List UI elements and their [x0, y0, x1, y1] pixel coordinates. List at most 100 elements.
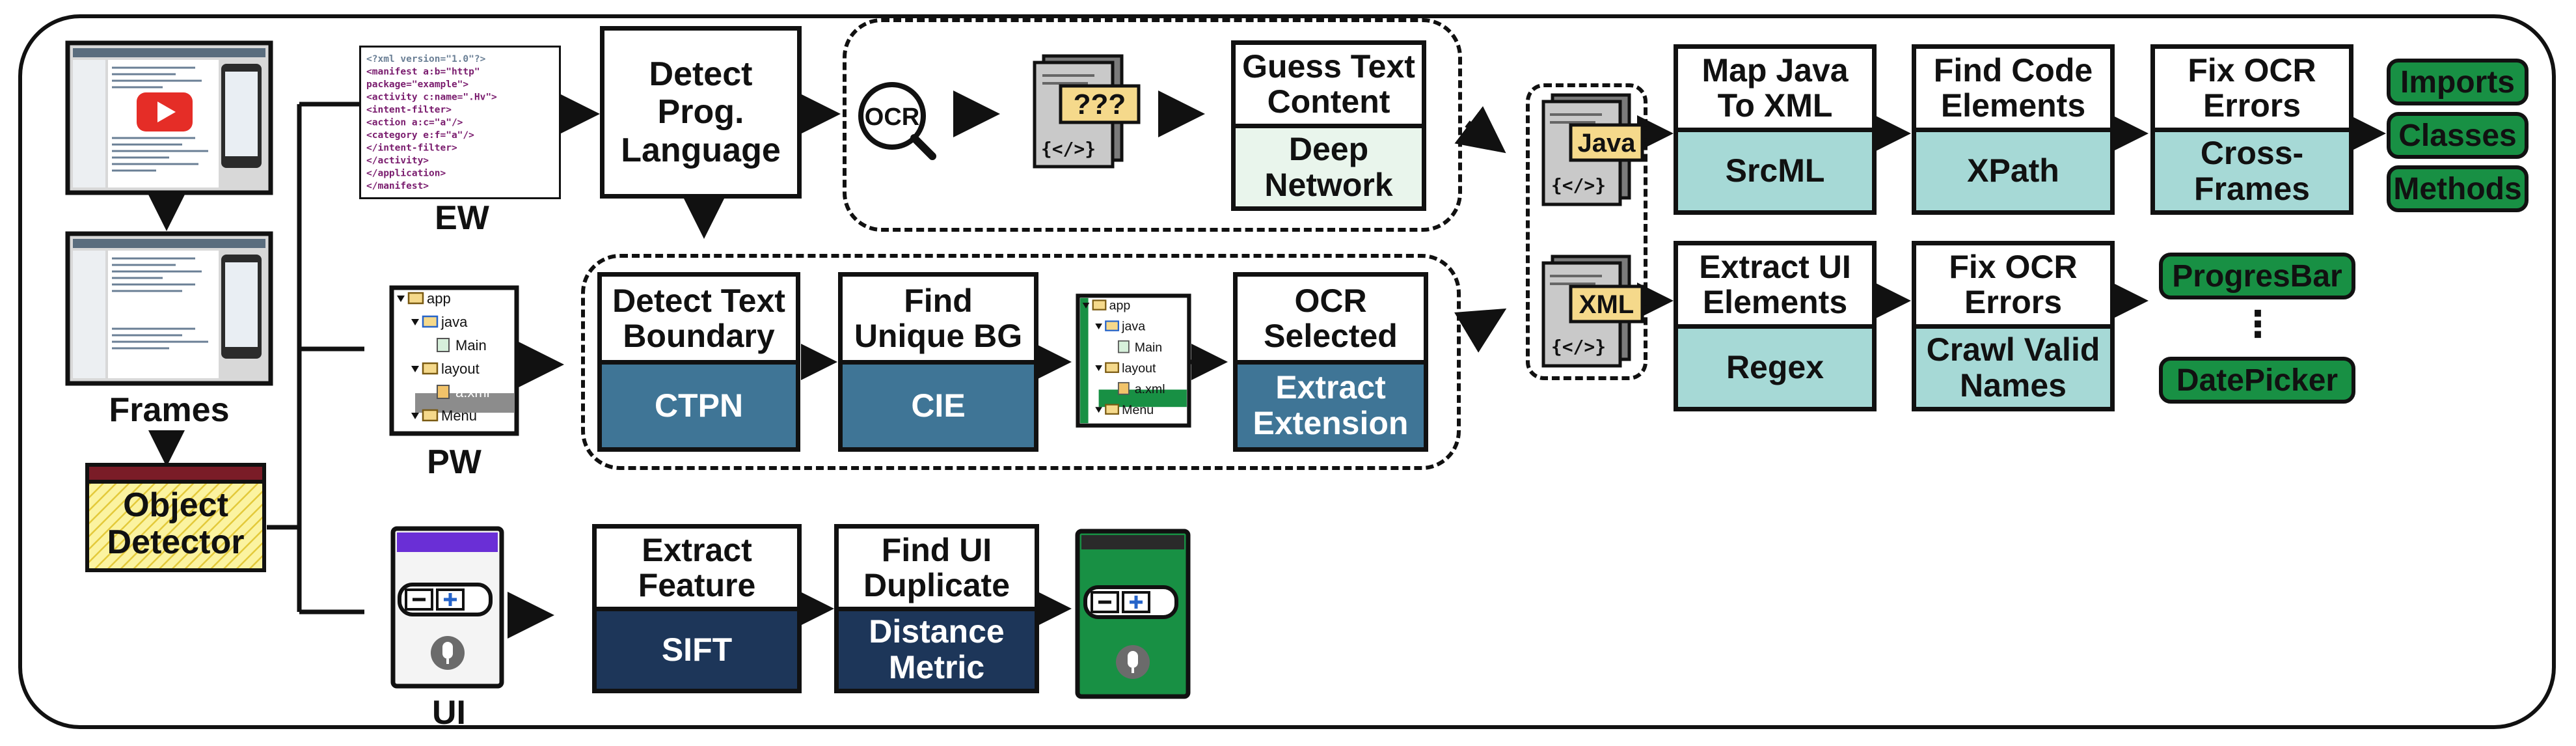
unknown-text: ??? [1074, 89, 1126, 120]
file-icon [437, 385, 450, 399]
tree-item-label: a.xml [455, 384, 490, 400]
chevron-icon [411, 366, 419, 372]
more-ellipsis: ⋮ [2240, 303, 2276, 344]
folder-icon [1092, 299, 1107, 311]
xml-file-icon: XML {</>} [1530, 253, 1644, 376]
chevron-icon [1095, 407, 1102, 413]
code-line: <action a:c="a"/> [366, 118, 463, 128]
srcml-label: SrcML [1678, 127, 1872, 210]
folder-icon [1105, 404, 1119, 415]
detect-language-text: Detect Prog. Language [621, 55, 781, 169]
chevron-icon [411, 319, 419, 325]
folder-icon [422, 409, 439, 422]
file-icon [437, 338, 450, 352]
chevron-icon [1095, 324, 1102, 329]
ocr-icon-text: OCR [865, 104, 919, 131]
tree-item-label: java [1121, 320, 1145, 334]
chevron-icon [1082, 303, 1090, 309]
tree-item-label: app [1109, 299, 1131, 313]
tree-item-label: layout [441, 361, 480, 377]
find-duplicate-node: Find UI Duplicate Distance Metric [834, 524, 1039, 693]
find-bg-node: Find Unique BG CIE [838, 272, 1038, 452]
java-tag: Java [1578, 129, 1636, 158]
xpath-label: XPath [1916, 127, 2110, 210]
ui-phone-detected [1075, 529, 1191, 699]
object-detector-label: Object Detector [85, 486, 267, 562]
editor-window-code: <?xml version="1.0"?><manifest a:b="http… [359, 46, 561, 199]
code-line: </manifest> [366, 181, 429, 191]
detector-line1: Object [123, 486, 228, 524]
guess-text-title: Guess Text Content [1242, 48, 1415, 120]
ocr-selected-node: OCR Selected Extract Extension [1233, 272, 1428, 452]
find-code-node: Find Code Elements XPath [1912, 44, 2115, 215]
output-progresbar: ProgresBar [2159, 253, 2355, 299]
object-detector-block [85, 462, 267, 573]
ocr-magnifier-icon: OCR [849, 77, 947, 161]
code-line: <intent-filter> [366, 105, 452, 115]
file-icon [1117, 340, 1130, 353]
xml-tag: XML [1579, 290, 1634, 319]
tree-item-label: app [427, 290, 451, 307]
fix-ocr-ui-node: Fix OCR Errors Crawl Valid Names [1912, 241, 2115, 411]
crawl-valid-names-label: Crawl Valid Names [1916, 324, 2110, 407]
map-java-title: Map Java To XML [1702, 52, 1849, 124]
output-methods: Methods [2387, 165, 2529, 212]
tree-item-label: Main [455, 337, 487, 353]
detect-boundary-node: Detect Text Boundary CTPN [597, 272, 800, 452]
code-line: package="example"> [366, 79, 468, 90]
ui-phone-mockup [390, 526, 504, 689]
extract-extension-label: Extract Extension [1238, 359, 1424, 447]
extract-ui-node: Extract UI Elements Regex [1674, 241, 1877, 411]
find-code-title: Find Code Elements [1933, 52, 2093, 124]
code-line: <manifest a:b="http" [366, 67, 480, 77]
code-glyph: {</>} [1551, 336, 1606, 357]
deep-network-label: Deep Network [1236, 123, 1422, 206]
tree-item-label: Menu [441, 408, 477, 424]
chevron-icon [1095, 365, 1102, 372]
code-line: </activity> [366, 156, 429, 166]
find-bg-title: Find Unique BG [854, 282, 1023, 354]
ocr-guess-group [843, 18, 1462, 232]
detector-line2: Detector [107, 523, 245, 562]
output-datepicker: DatePicker [2159, 357, 2355, 404]
fix-ocr-code-title: Fix OCR Errors [2188, 52, 2316, 124]
cross-frames-label: Cross-Frames [2155, 127, 2349, 210]
video-frame-thumbnail [65, 40, 273, 195]
code-line: </application> [366, 169, 446, 179]
tree-highlight [1080, 297, 1089, 424]
code-line: <activity c:name=".Hv"> [366, 92, 497, 103]
tree-item-label: layout [1122, 361, 1156, 376]
folder-icon [1105, 320, 1119, 331]
detect-language-node: Detect Prog. Language [600, 26, 802, 199]
fix-ocr-ui-title: Fix OCR Errors [1949, 249, 2078, 321]
file-type-group [1526, 83, 1647, 380]
pw-label: PW [427, 443, 481, 481]
java-file-icon: Java {</>} [1530, 91, 1644, 215]
folder-icon [407, 292, 424, 305]
pw-pipeline-group [581, 254, 1461, 470]
video-frame-thumbnail [65, 231, 273, 386]
tree-item-label: a.xml [1135, 382, 1165, 396]
folder-icon [1105, 362, 1119, 373]
code-glyph: {</>} [1041, 138, 1096, 159]
tree-item-label: Main [1135, 340, 1162, 355]
code-line: <category e:f="a"/> [366, 130, 474, 141]
xml-code-snippet: <?xml version="1.0"?><manifest a:b="http… [366, 54, 497, 191]
fix-ocr-code-node: Fix OCR Errors Cross-Frames [2150, 44, 2353, 215]
chevron-icon [411, 413, 419, 419]
ocr-selected-title: OCR Selected [1264, 282, 1398, 354]
tree-item-label: java [441, 314, 468, 330]
distance-metric-label: Distance Metric [839, 606, 1035, 689]
extract-feature-node: Extract Feature SIFT [592, 524, 802, 693]
cie-label: CIE [843, 359, 1034, 447]
frames-label: Frames [109, 391, 230, 429]
find-duplicate-title: Find UI Duplicate [863, 531, 1010, 603]
sift-label: SIFT [597, 606, 797, 689]
folder-icon [422, 315, 439, 328]
file-icon [1117, 381, 1130, 395]
detect-boundary-title: Detect Text Boundary [612, 282, 785, 354]
